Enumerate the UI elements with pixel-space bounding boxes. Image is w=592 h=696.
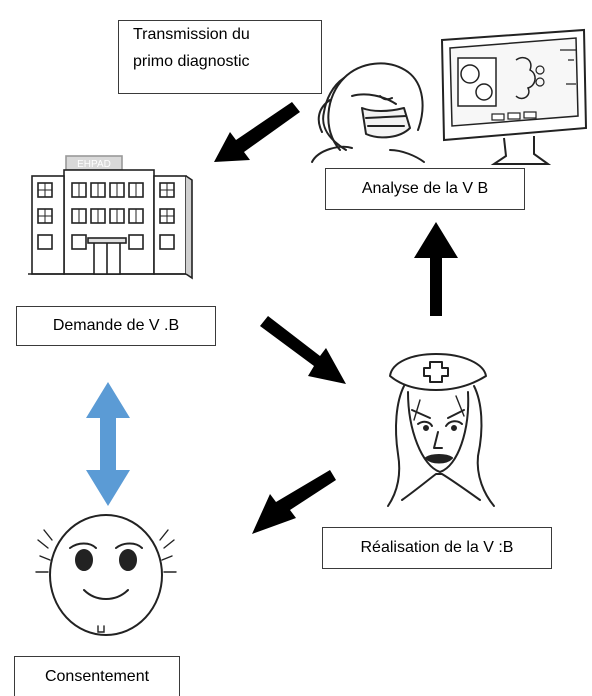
realisation-label: Réalisation de la V :B: [322, 527, 552, 569]
elder-face-icon: [35, 514, 177, 636]
arrow-realisation-to-analyse: [414, 222, 458, 316]
arrow-transmission-to-ehpad: [214, 102, 300, 162]
demande-label: Demande de V .B: [16, 306, 216, 346]
nurse-icon: [387, 353, 495, 507]
transmission-line-2: primo diagnostic: [133, 53, 250, 70]
building-icon: EHPAD: [28, 155, 193, 280]
transmission-label: Transmission du primo diagnostic: [118, 20, 322, 94]
consentement-label: Consentement: [14, 656, 180, 696]
double-arrow-consent: [86, 382, 130, 506]
doctor-icon: [311, 62, 425, 163]
arrow-realisation-to-consentement: [252, 470, 336, 534]
transmission-line-1: Transmission du: [133, 26, 250, 43]
ehpad-sign: EHPAD: [77, 159, 111, 170]
analyse-label: Analyse de la V B: [325, 168, 525, 210]
computer-screen-icon: [440, 28, 588, 165]
arrow-demande-to-realisation: [260, 316, 346, 384]
